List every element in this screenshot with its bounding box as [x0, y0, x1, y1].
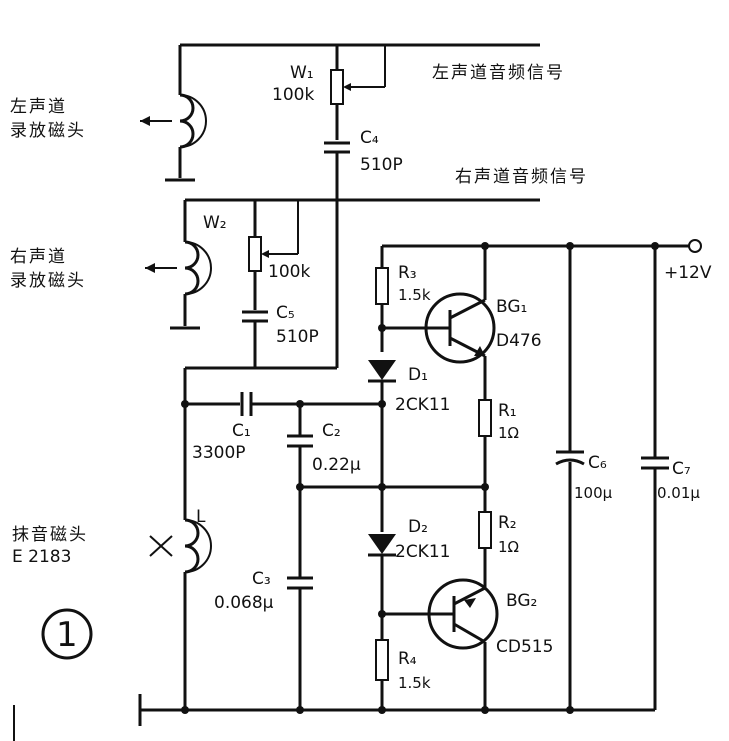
c7-value: 0.01μ [657, 484, 700, 502]
c2-value: 0.22μ [312, 455, 361, 475]
c6-value: 100μ [574, 484, 613, 502]
c4-name: C₄ [360, 128, 379, 148]
w1-value: 100k [272, 85, 314, 105]
c3-value: 0.068μ [214, 593, 274, 613]
erase-head-label: 抹音磁头 [12, 525, 88, 545]
potentiometer-w1: W₁ 100k [272, 45, 386, 140]
capacitor-c5: C₅ 510P [242, 303, 319, 368]
r4-value: 1.5k [398, 674, 431, 692]
d2-name: D₂ [408, 517, 428, 537]
right-head-label-line2: 录放磁头 [10, 271, 86, 291]
r3-value: 1.5k [398, 286, 431, 304]
ground-bus [138, 694, 655, 726]
capacitor-c1: C₁ 3300P [181, 368, 386, 520]
capacitor-c4: C₄ 510P [324, 128, 403, 368]
transistor-bg1: BG₁ D476 [424, 246, 542, 400]
r2-name: R₂ [498, 513, 517, 533]
c2-name: C₂ [322, 421, 341, 441]
c5-name: C₅ [276, 303, 295, 323]
erase-head-model: E 2183 [12, 547, 71, 567]
potentiometer-w2: W₂ 100k [203, 200, 310, 310]
figure-number: 1 [41, 608, 93, 660]
resistor-r2: R₂ 1Ω [478, 511, 519, 588]
capacitor-c7: C₇ 0.01μ [641, 246, 700, 710]
right-signal-label: 右声道音频信号 [455, 167, 588, 187]
bg1-model: D476 [496, 331, 542, 351]
c1-value: 3300P [192, 443, 246, 463]
right-record-play-head: 右声道 录放磁头 [10, 198, 300, 330]
d1-name: D₁ [408, 365, 428, 385]
capacitor-c2: C₂ 0.22μ [287, 404, 489, 578]
figure-number-text: 1 [56, 615, 78, 655]
c3-name: C₃ [252, 569, 271, 589]
left-record-play-head: 左声道 录放磁头 [10, 45, 207, 182]
bg1-name: BG₁ [496, 297, 527, 317]
left-head-label-line2: 录放磁头 [10, 121, 86, 141]
resistor-r3: R₃ 1.5k [375, 246, 431, 352]
c5-value: 510P [276, 327, 319, 347]
resistor-r4: R₄ 1.5k [375, 639, 431, 710]
erase-head-ref: L [196, 507, 206, 527]
d1-model: 2CK11 [395, 395, 450, 415]
diode-d2: D₂ 2CK11 [368, 517, 450, 640]
right-signal-bus: 右声道音频信号 [300, 167, 588, 202]
left-signal-bus: 左声道音频信号 [180, 43, 565, 83]
w1-name: W₁ [290, 63, 314, 83]
r3-name: R₃ [398, 263, 417, 283]
c6-name: C₆ [588, 453, 607, 473]
r2-value: 1Ω [498, 538, 519, 556]
right-head-label-line1: 右声道 [10, 247, 67, 267]
supply-rail: +12V [382, 239, 712, 283]
capacitor-c6: C₆ 100μ [555, 246, 613, 710]
d2-model: 2CK11 [395, 542, 450, 562]
w2-name: W₂ [203, 213, 227, 233]
capacitor-c3: C₃ 0.068μ [214, 569, 313, 710]
bg2-model: CD515 [496, 637, 553, 657]
r1-name: R₁ [498, 401, 517, 421]
r4-name: R₄ [398, 649, 417, 669]
diode-d1: D₁ 2CK11 [368, 360, 450, 532]
supply-label: +12V [664, 263, 712, 283]
erase-head: L 抹音磁头 E 2183 [12, 507, 212, 710]
transistor-bg2: BG₂ CD515 [427, 578, 553, 710]
c7-name: C₇ [672, 459, 691, 479]
c1-name: C₁ [232, 421, 251, 441]
bg2-name: BG₂ [506, 591, 537, 611]
left-signal-label: 左声道音频信号 [432, 63, 565, 83]
left-head-label-line1: 左声道 [10, 97, 67, 117]
w2-value: 100k [268, 262, 310, 282]
r1-value: 1Ω [498, 424, 519, 442]
c4-value: 510P [360, 155, 403, 175]
resistor-r1: R₁ 1Ω [478, 399, 519, 512]
